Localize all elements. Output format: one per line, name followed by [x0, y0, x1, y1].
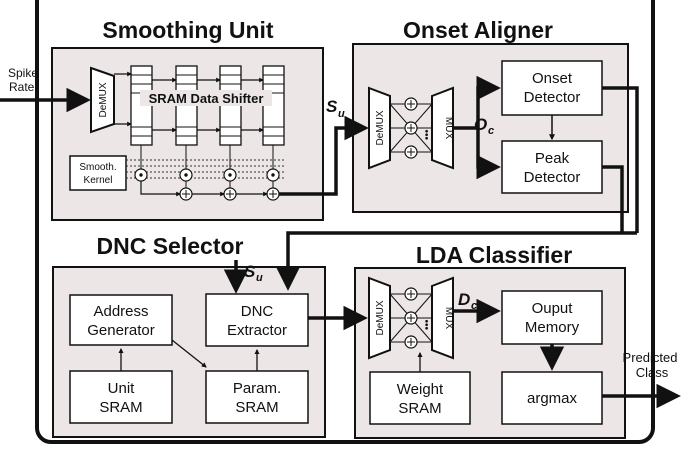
dnc-su-label: S: [244, 262, 256, 281]
predicted-class-label-2: Class: [636, 365, 669, 380]
output-memory-box[interactable]: [501, 290, 603, 345]
smooth-kernel-label-1: Smooth.: [79, 162, 116, 173]
spike-rate-label-1: Spike: [8, 66, 38, 80]
lda-demux: [368, 276, 391, 360]
dnc-extractor-box[interactable]: [205, 293, 309, 347]
lda-mux: [431, 276, 454, 360]
onset-mux: [431, 86, 454, 170]
dnc-selector-title: DNC Selector: [97, 233, 244, 259]
smooth-kernel-label-2: Kernel: [84, 175, 113, 186]
dnc-su-sub: u: [256, 272, 263, 284]
shifter-arrows: [114, 71, 264, 133]
unit-sram-label-1: Unit: [108, 380, 136, 397]
onset-demux-label: DeMUX: [375, 110, 386, 145]
lda-mux-dots: •••: [422, 319, 433, 330]
dc-signal-sub: c: [471, 300, 477, 312]
dnc-extractor-label-2: Extractor: [227, 322, 287, 339]
lda-mux-label: MUX: [443, 307, 454, 330]
su-path: [279, 115, 369, 196]
smoothing-mac-symbols: [139, 173, 277, 198]
onset-out-path: [602, 86, 639, 233]
spike-rate-label-2: Rate: [9, 80, 35, 94]
adder-chain: [140, 181, 268, 197]
onset-detector-label-1: Onset: [532, 70, 573, 87]
onset-detector-label-2: Detector: [524, 89, 581, 106]
unit-sram-label-2: SRAM: [99, 399, 142, 416]
param-sram-label-2: SRAM: [235, 399, 278, 416]
onset-demux: [368, 86, 391, 170]
onset-mux-dots: •••: [422, 129, 433, 140]
smoothing-unit-title: Smoothing Unit: [102, 17, 274, 43]
oc-signal-sub: c: [488, 125, 494, 137]
sram-shifter-label-bg: [140, 90, 272, 106]
su-signal-label: S: [326, 97, 338, 116]
onset-mux-label: MUX: [443, 117, 454, 140]
argmax-box[interactable]: [501, 371, 603, 425]
peak-detector-box[interactable]: [501, 140, 603, 194]
smoothing-demux-label: DeMUX: [98, 82, 109, 117]
sram-data-shifter-label: SRAM Data Shifter: [149, 91, 264, 106]
oc-routing: [453, 75, 501, 180]
peak-detector-label-1: Peak: [535, 150, 570, 167]
weight-sram-label-2: SRAM: [398, 400, 441, 417]
output-memory-label-1: Ouput: [532, 300, 574, 317]
peak-out-path: [602, 165, 624, 233]
address-generator-label-1: Address: [93, 303, 148, 320]
onset-detector-box[interactable]: [501, 60, 603, 116]
smooth-kernel-box: [69, 155, 127, 191]
predicted-class-label-1: Predicted: [623, 350, 678, 365]
address-generator-box[interactable]: [69, 294, 173, 346]
onset-adder-symbols: [407, 100, 415, 156]
lda-classifier-title: LDA Classifier: [416, 242, 572, 268]
lda-demux-label: DeMUX: [375, 300, 386, 335]
oc-signal-label: O: [474, 115, 487, 134]
lda-adder-symbols: [407, 290, 415, 346]
peak-detector-label-2: Detector: [524, 169, 581, 186]
address-generator-label-2: Generator: [87, 322, 155, 339]
param-sram-box[interactable]: [205, 370, 309, 424]
output-memory-label-2: Memory: [525, 319, 580, 336]
dnc-extractor-label-1: DNC: [241, 303, 274, 320]
param-sram-label-1: Param.: [233, 380, 281, 397]
onset-aligner-title: Onset Aligner: [403, 17, 553, 43]
aligner-to-dnc-path: [275, 231, 637, 291]
dnc-internal-arrows: [118, 339, 260, 371]
argmax-label: argmax: [527, 390, 578, 407]
weight-sram-label-1: Weight: [397, 381, 444, 398]
su-signal-sub: u: [338, 108, 345, 120]
dc-signal-label: D: [458, 290, 470, 309]
unit-sram-box[interactable]: [69, 370, 173, 424]
